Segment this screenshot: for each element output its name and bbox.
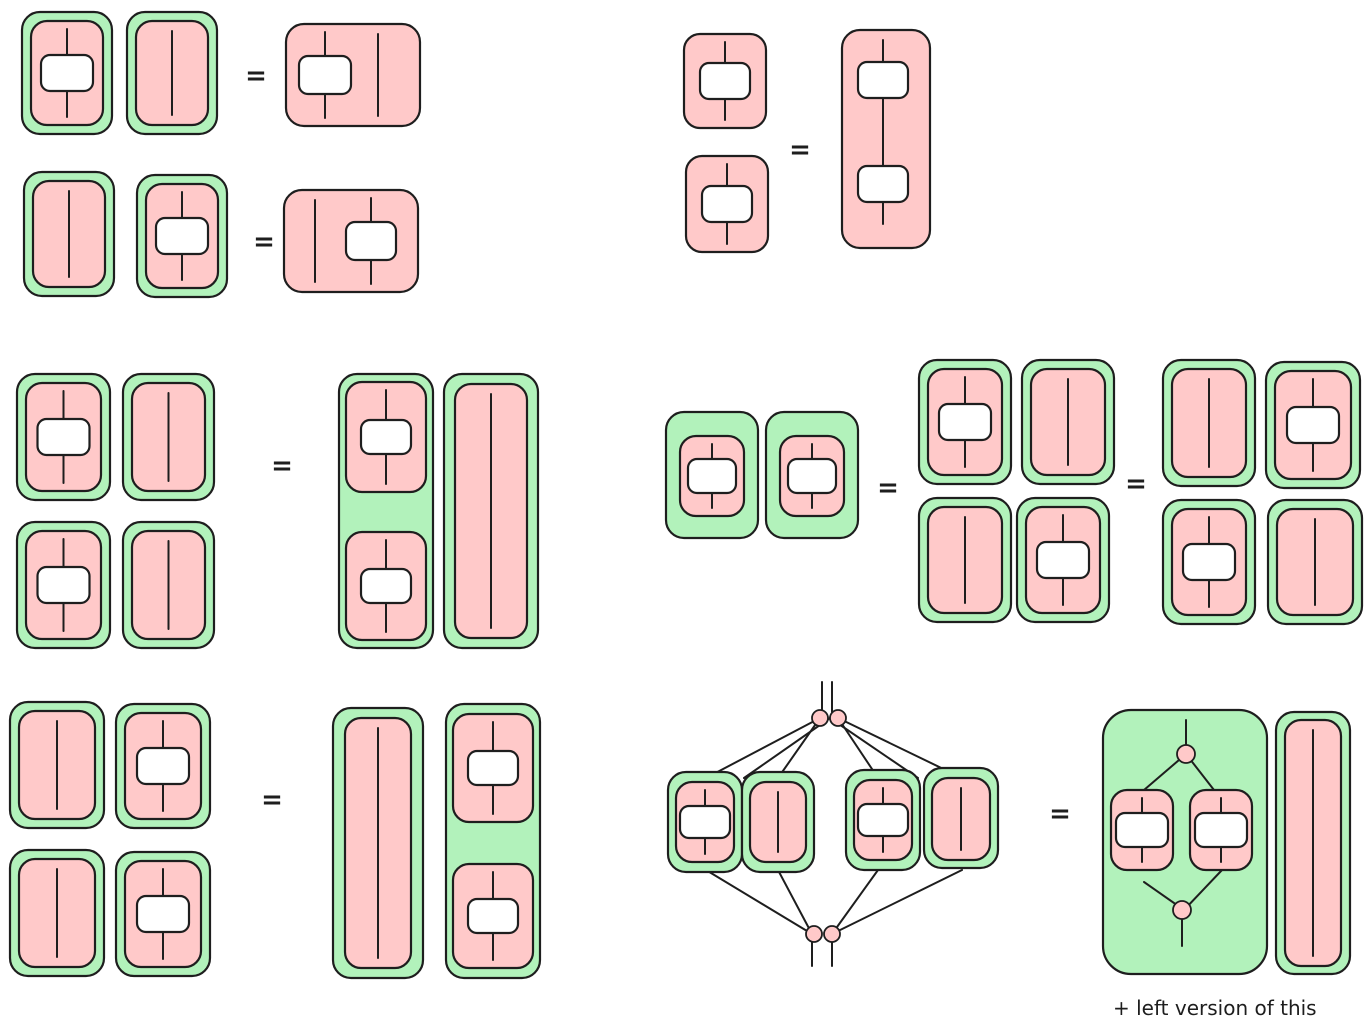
wire [831, 869, 879, 935]
gate-box [1035, 540, 1091, 580]
gate-box [36, 417, 91, 457]
gate-box [786, 457, 838, 495]
equals-sign: = [789, 135, 811, 165]
gate-box [359, 567, 413, 605]
note-left-version: + left version of this [1113, 996, 1317, 1020]
gate-box [297, 54, 353, 96]
equals-sign: = [253, 227, 275, 257]
merge-node [805, 925, 823, 943]
gate-box [154, 216, 210, 256]
wire [777, 869, 813, 935]
gate-box [856, 60, 910, 100]
wire [743, 717, 831, 779]
gate-box [1193, 811, 1249, 849]
gate-box [856, 802, 910, 838]
equals-sign: = [261, 785, 283, 815]
gate-box [135, 746, 191, 786]
wire [705, 717, 821, 779]
wire [831, 869, 963, 935]
gate-box [698, 61, 752, 101]
wire [777, 717, 821, 779]
gate-box [1285, 405, 1341, 445]
merge-node [1172, 900, 1192, 920]
gate-box [39, 53, 95, 93]
gate-box [686, 457, 738, 495]
gate-box [135, 894, 191, 934]
gate-box [36, 565, 91, 605]
equals-sign: = [877, 473, 899, 503]
gate-box [1114, 811, 1170, 849]
wire [705, 869, 813, 935]
equals-sign: = [245, 61, 267, 91]
wire [829, 717, 919, 779]
split-node [1176, 744, 1196, 764]
gate-box [344, 220, 398, 262]
split-node [829, 709, 847, 727]
gate-box [1181, 542, 1237, 582]
equals-sign: = [1049, 799, 1071, 829]
wire [1183, 869, 1223, 911]
split-node [811, 709, 829, 727]
green-region [1101, 708, 1269, 976]
gate-box [678, 804, 732, 840]
gate-box [937, 402, 993, 442]
gate-box [700, 184, 754, 224]
pink-region [284, 22, 422, 128]
gate-box [856, 164, 910, 204]
gate-box [466, 897, 520, 935]
equals-sign: = [271, 451, 293, 481]
gate-box [359, 418, 413, 456]
gate-box [466, 749, 520, 787]
equals-sign: = [1125, 469, 1147, 499]
merge-node [823, 925, 841, 943]
